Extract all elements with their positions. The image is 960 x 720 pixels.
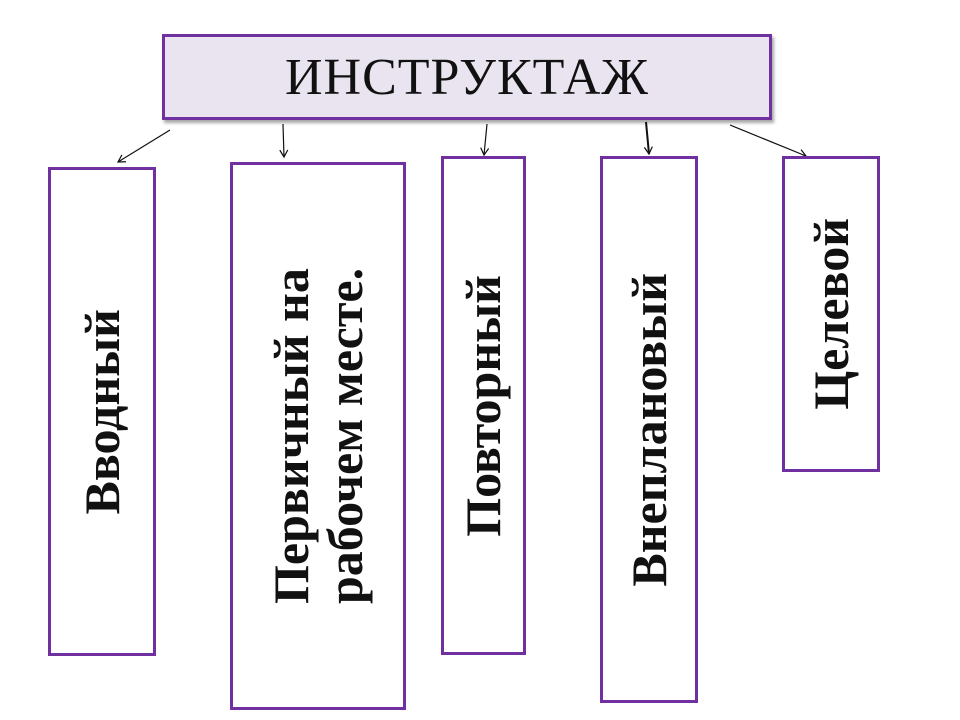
root-title: ИНСТРУКТАЖ	[285, 48, 649, 106]
node-tselevoy: Целевой	[782, 156, 880, 472]
node-vvodny: Вводный	[48, 167, 156, 656]
node-label-vvodny: Вводный	[73, 308, 130, 515]
node-label-povtorny: Повторный	[455, 274, 512, 537]
node-label-vneplanovy: Внеплановый	[620, 272, 677, 587]
node-vneplanovy: Внеплановый	[600, 156, 698, 703]
connector-arrow-pervichny	[279, 123, 289, 159]
node-label-pervichny: Первичный на рабочем месте.	[263, 267, 373, 605]
connector-arrow-tselevoy	[729, 124, 808, 158]
node-povtorny: Повторный	[441, 156, 526, 655]
connector-arrow-vneplanovy	[643, 121, 653, 156]
node-pervichny: Первичный на рабочем месте.	[230, 162, 406, 710]
root-node: ИНСТРУКТАЖ	[162, 34, 772, 120]
connector-arrow-povtorny	[480, 123, 490, 157]
node-label-tselevoy: Целевой	[802, 218, 859, 410]
connector-arrow-vvodny	[116, 129, 171, 163]
